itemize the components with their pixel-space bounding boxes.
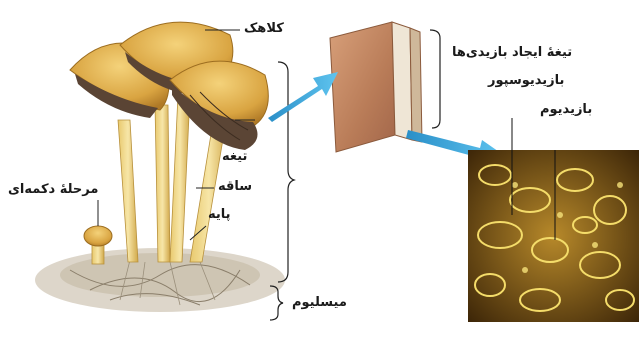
base-label: پایه: [208, 208, 231, 221]
cap-label: کلاهک: [244, 22, 284, 35]
mycelium-label: میسلیوم: [292, 296, 347, 309]
mushroom-caps: [70, 22, 268, 150]
stalk-label: ساقه: [218, 180, 252, 193]
button-stage-label: مرحلهٔ دکمه‌ای: [8, 183, 98, 196]
gill-label: تیغه: [222, 150, 247, 163]
gill-producing-label: تیغهٔ ایجاد بازیدی‌ها: [452, 46, 572, 59]
basidium-label: بازیدیوم: [540, 103, 592, 116]
basidiospore-label: بازیدیوسپور: [488, 74, 564, 87]
